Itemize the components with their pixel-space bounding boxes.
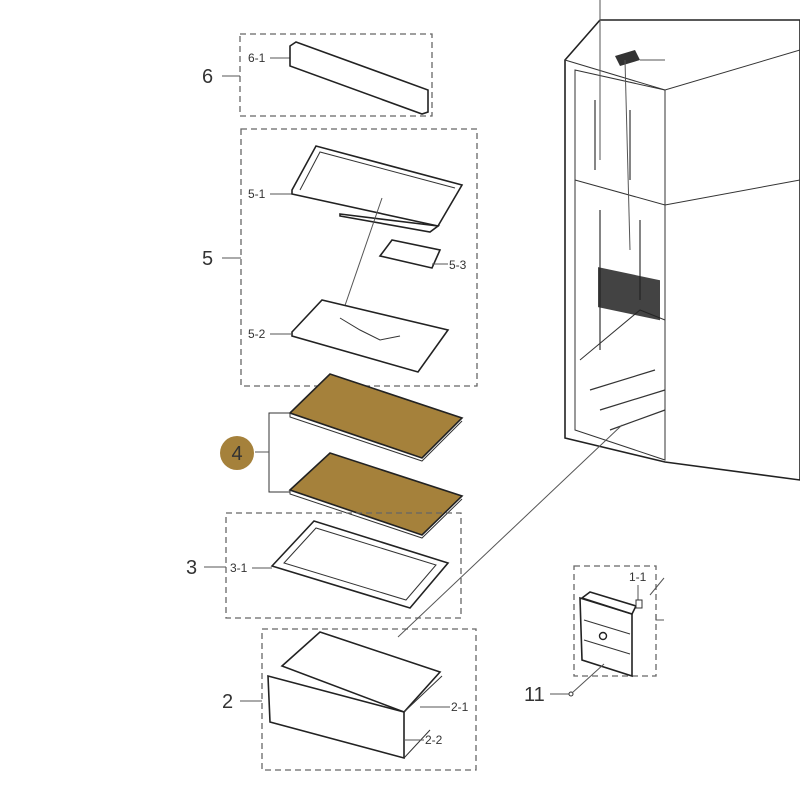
- callout-6[interactable]: 6: [202, 66, 213, 88]
- part-2-drawer-top[interactable]: [280, 631, 442, 713]
- group-1[interactable]: 1-1 11: [524, 565, 665, 706]
- callout-4-badge[interactable]: [220, 436, 254, 470]
- group-3[interactable]: 3 3-1: [186, 512, 462, 619]
- callout-3-1[interactable]: 3-1: [230, 561, 248, 575]
- callout-2[interactable]: 2: [222, 691, 233, 713]
- part-4-shelf-lower[interactable]: [288, 452, 464, 536]
- group-1-box: [573, 565, 657, 677]
- control-panel-part[interactable]: [615, 50, 640, 66]
- refrigerator-cabinet[interactable]: [397, 0, 800, 638]
- part-5-1-tray[interactable]: [291, 145, 464, 227]
- callout-5-2[interactable]: 5-2: [248, 327, 266, 341]
- callout-5-1[interactable]: 5-1: [248, 187, 266, 201]
- group-5[interactable]: 5 5-1 5-3 5-2: [202, 128, 478, 387]
- group-4[interactable]: 4: [220, 373, 464, 539]
- part-5-2-plate[interactable]: [291, 299, 450, 373]
- callout-4[interactable]: 4: [231, 443, 242, 465]
- callout-1-1[interactable]: 1-1: [629, 570, 647, 584]
- part-6-1-cover[interactable]: [289, 41, 429, 115]
- callout-2-2[interactable]: 2-2: [425, 733, 443, 747]
- callout-5-3[interactable]: 5-3: [449, 258, 467, 272]
- callout-2-1[interactable]: 2-1: [451, 700, 469, 714]
- callout-11[interactable]: 11: [524, 684, 545, 706]
- callout-6-1[interactable]: 6-1: [248, 51, 266, 65]
- group-2[interactable]: 2 2-1 2-2: [222, 628, 477, 771]
- group-2-box: [261, 628, 477, 771]
- part-3-1-frame[interactable]: [270, 520, 450, 609]
- group-6[interactable]: 6 6-1: [202, 33, 433, 117]
- callout-3[interactable]: 3: [186, 557, 197, 579]
- part-5-3[interactable]: [378, 239, 442, 269]
- callout-5[interactable]: 5: [202, 248, 213, 270]
- part-4-shelf-upper[interactable]: [288, 373, 464, 459]
- group-6-box: [239, 33, 433, 117]
